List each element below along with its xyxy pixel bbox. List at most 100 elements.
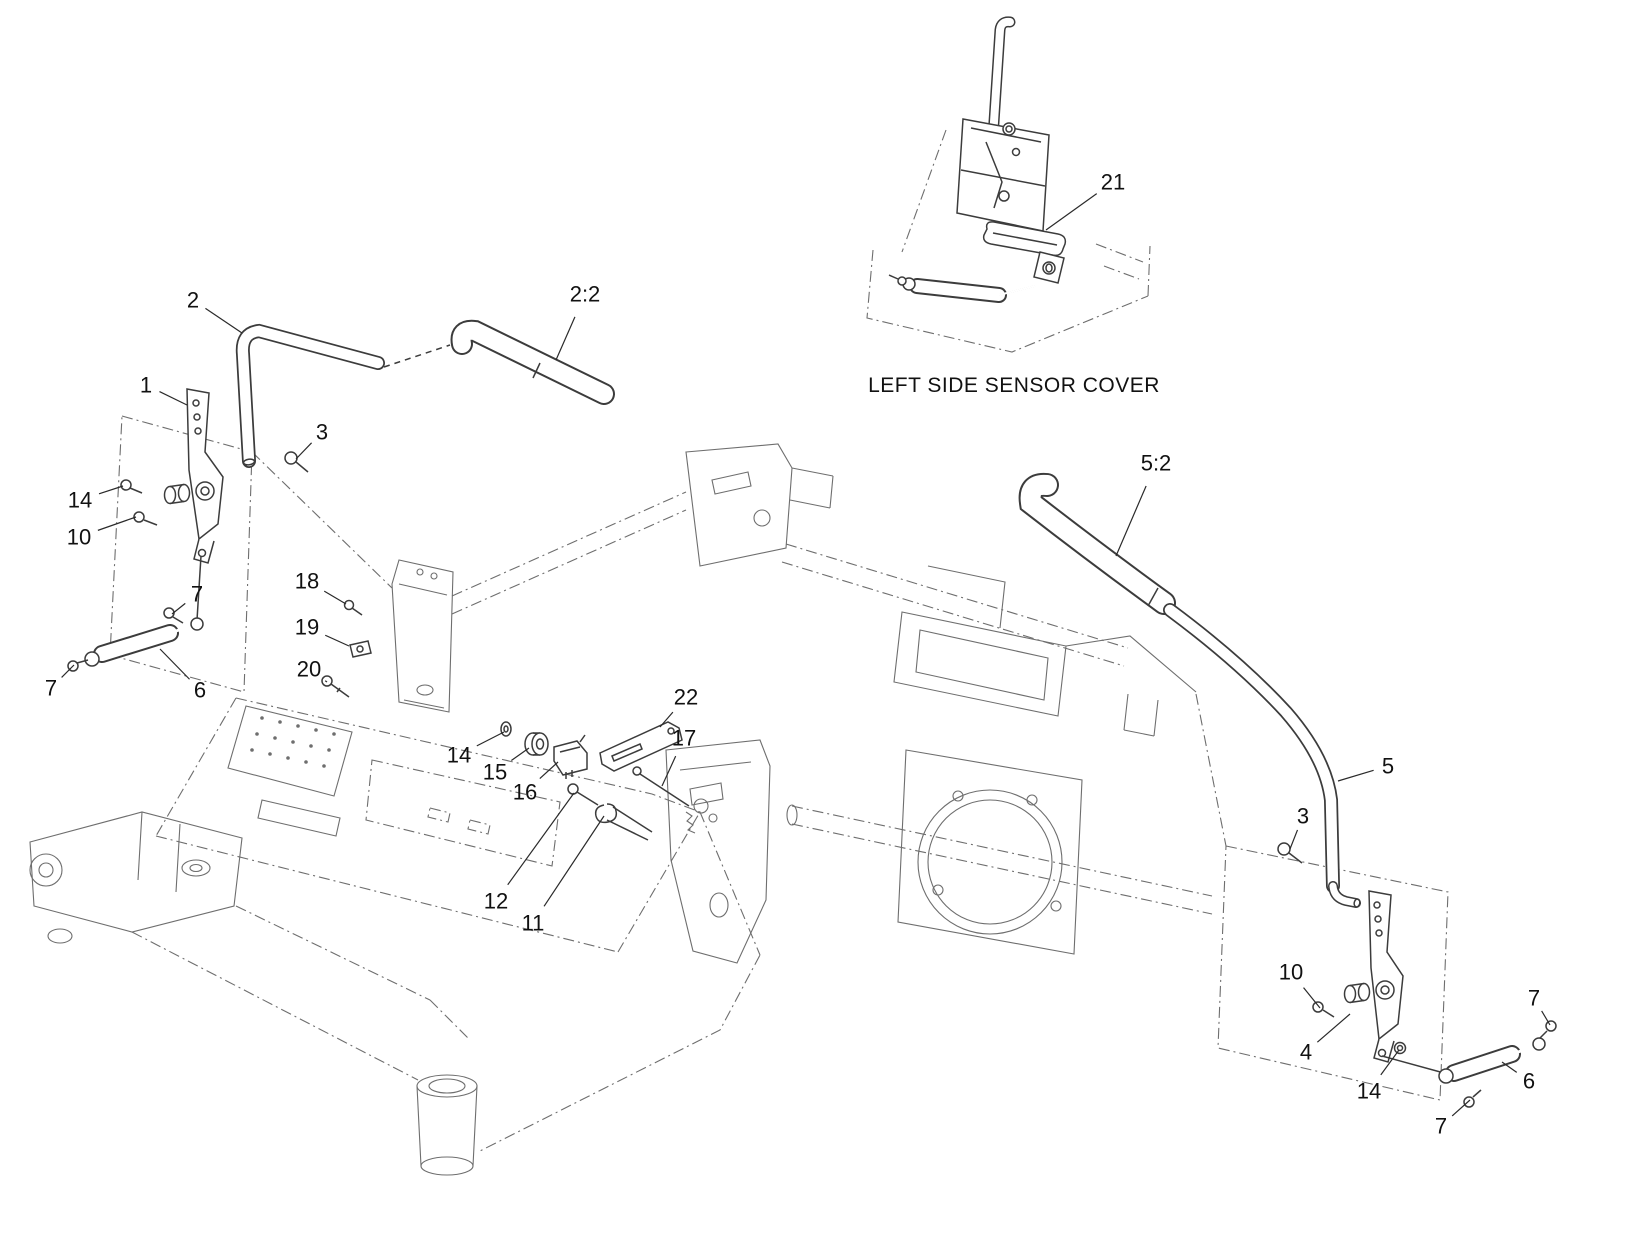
link-arm-right	[1381, 1055, 1445, 1074]
callout-leader-7	[1541, 1010, 1551, 1026]
axle-tube-end	[786, 804, 798, 826]
callout-label-6: 6	[194, 678, 206, 703]
sensor-switch-16	[553, 734, 588, 779]
hairpin-cotter-11	[594, 803, 653, 841]
callout-label-6: 6	[1523, 1069, 1535, 1094]
lever-handle-2	[235, 323, 385, 468]
sensor-mount-upright	[665, 739, 771, 964]
screw-18	[343, 599, 363, 616]
frame-phantom	[109, 415, 1449, 1153]
left-upright-bracket	[391, 559, 454, 713]
callout-leader-5	[1337, 769, 1374, 782]
callout-label-2: 2	[187, 288, 199, 313]
front-caster-mount	[29, 811, 243, 944]
callout-leader-18	[323, 590, 347, 605]
callout-leader-19	[324, 634, 350, 647]
bolt-7-left-upper	[163, 607, 184, 624]
callout-label-10: 10	[1279, 960, 1303, 985]
callout-leader-2	[205, 307, 243, 334]
right-console-outline	[1217, 845, 1449, 1101]
callout-label-18: 18	[295, 569, 319, 594]
callout-label-7: 7	[191, 582, 203, 607]
callout-label-14: 14	[68, 488, 92, 513]
grip-5-2	[1018, 472, 1176, 615]
pin-17	[632, 766, 690, 807]
bolt-10-right	[1312, 1001, 1335, 1018]
callout-label-7: 7	[1528, 986, 1540, 1011]
engine-mount-box	[893, 565, 1197, 737]
callout-leader-20	[324, 680, 328, 683]
callout-leader-1	[159, 391, 188, 406]
callout-label-11: 11	[522, 911, 545, 936]
callout-leader-10	[97, 516, 137, 531]
sensor-cover-21	[982, 221, 1067, 257]
callout-label-15: 15	[483, 760, 507, 785]
callout-leader-6	[159, 648, 190, 680]
inset-pivot-bracket	[956, 118, 1050, 232]
footrest-plate	[227, 705, 353, 837]
center-hardware	[321, 599, 690, 841]
nut-14-right	[1393, 1041, 1407, 1055]
floor-pan-outline	[131, 697, 761, 1153]
bolt-7-right-upper	[1539, 1020, 1557, 1039]
left-console-outline	[109, 415, 393, 693]
callout-label-14: 14	[447, 743, 471, 768]
frame-detail	[29, 443, 1197, 1176]
callout-leader-14	[476, 731, 505, 747]
pivot-bracket-4	[1343, 890, 1404, 1063]
callout-leader-3	[295, 442, 313, 460]
inset-damper	[888, 274, 1036, 303]
callout-leader-4	[1316, 1013, 1351, 1043]
hydro-mount-plate	[897, 749, 1083, 955]
callout-label-21: 21	[1101, 170, 1125, 195]
seat-plate-outline	[365, 759, 561, 867]
callout-leader-7	[1451, 1099, 1471, 1117]
callout-label-4: 4	[1300, 1040, 1312, 1065]
callout-label-20: 20	[297, 657, 321, 682]
callout-leader-7	[171, 602, 186, 615]
left-lever-assembly	[67, 319, 615, 672]
callout-label-5:2: 5:2	[1141, 451, 1172, 476]
caster-tube	[416, 1074, 478, 1176]
callout-leader-17	[661, 755, 677, 787]
bolt-3-right	[1277, 842, 1303, 864]
clip-nut-19	[349, 640, 372, 658]
callout-leader-21	[1045, 193, 1098, 231]
bolt-12	[567, 783, 599, 806]
bolt-7-right-lower	[1463, 1089, 1482, 1108]
callout-leader-2:2	[555, 316, 576, 361]
right-upper-bracket	[685, 443, 834, 567]
callout-label-12: 12	[484, 889, 508, 914]
grip-assembly-dash	[383, 344, 451, 368]
callout-leader-11	[543, 815, 605, 907]
callout-label-1: 1	[140, 373, 152, 398]
callout-label-10: 10	[67, 525, 91, 550]
callout-label-3: 3	[316, 420, 328, 445]
callout-label-16: 16	[513, 780, 537, 805]
callout-leader-12	[507, 792, 575, 886]
right-lever-assembly	[1018, 472, 1557, 1108]
damper-6-right	[1438, 1037, 1546, 1084]
callout-leader-5:2	[1115, 485, 1147, 557]
callout-leader-7	[61, 664, 75, 678]
callout-leader-14	[1380, 1049, 1400, 1076]
bracket-22	[599, 721, 683, 772]
callout-leader-14	[98, 485, 124, 495]
callout-label-19: 19	[295, 615, 319, 640]
inset-assembly	[866, 16, 1151, 353]
callout-leader-10	[1303, 987, 1321, 1009]
link-arm-left	[196, 555, 202, 621]
bolt-14-left	[120, 479, 143, 494]
inset-frame-outline	[866, 129, 1151, 353]
callout-label-3: 3	[1297, 804, 1309, 829]
damper-6-left	[84, 617, 204, 667]
callout-leader-15	[510, 747, 530, 761]
callout-label-5: 5	[1382, 754, 1394, 779]
bolt-3-left	[284, 451, 309, 473]
grip-2-2	[450, 319, 615, 405]
pivot-bracket-1	[163, 388, 224, 564]
inset-caption: LEFT SIDE SENSOR COVER	[868, 374, 1160, 397]
callout-label-14: 14	[1357, 1079, 1381, 1104]
bolt-20	[321, 675, 350, 698]
